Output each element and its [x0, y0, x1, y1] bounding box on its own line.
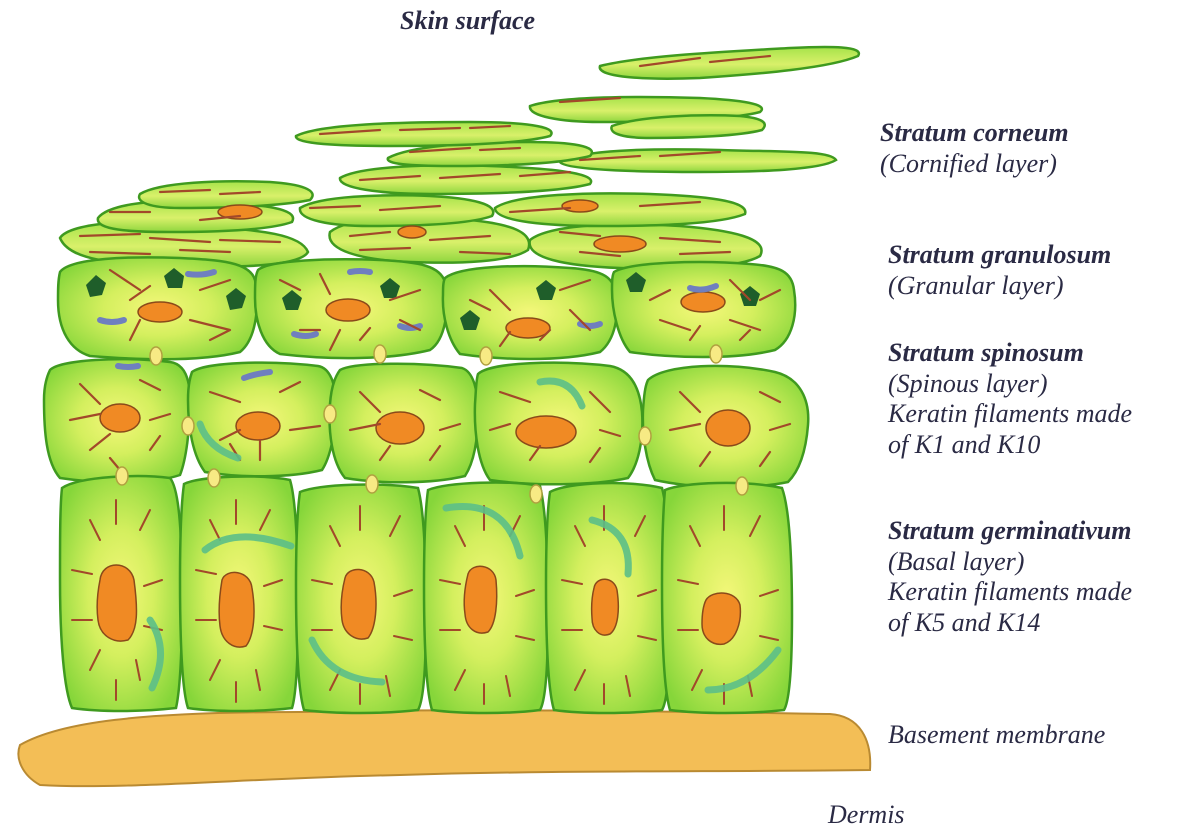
layer-label-corneum: Stratum corneum (Cornified layer)	[880, 118, 1069, 179]
layer-title: Stratum germinativum	[888, 516, 1132, 547]
nucleus	[326, 299, 370, 321]
layer-subtitle: (Basal layer)	[888, 547, 1132, 578]
layer-note: of K1 and K10	[888, 430, 1132, 461]
nucleus	[341, 569, 376, 639]
nucleus	[562, 200, 598, 212]
layer-note: Keratin filaments made	[888, 399, 1132, 430]
nucleus	[219, 572, 254, 647]
layer-label-germinativum: Stratum germinativum (Basal layer) Kerat…	[888, 516, 1132, 639]
layer-label-granulosum: Stratum granulosum (Granular layer)	[888, 240, 1111, 301]
nucleus	[592, 579, 619, 635]
layer-title: Stratum granulosum	[888, 240, 1111, 271]
skin-surface-label: Skin surface	[400, 6, 535, 36]
stratum-corneum-cells	[60, 47, 859, 269]
nucleus	[376, 412, 424, 444]
layer-note: Keratin filaments made	[888, 577, 1132, 608]
layer-subtitle: (Spinous layer)	[888, 369, 1132, 400]
layer-note: of K5 and K14	[888, 608, 1132, 639]
nucleus	[506, 318, 550, 338]
nucleus	[138, 302, 182, 322]
nucleus	[464, 566, 497, 633]
layer-subtitle: (Cornified layer)	[880, 149, 1069, 180]
stratum-germinativum-cells	[60, 476, 792, 713]
layer-subtitle: (Granular layer)	[888, 271, 1111, 302]
nucleus	[236, 412, 280, 440]
nucleus	[398, 226, 426, 238]
basement-membrane	[18, 710, 870, 786]
nucleus	[681, 292, 725, 312]
stratum-spinosum-cells	[44, 359, 808, 487]
nucleus	[706, 410, 750, 446]
basement-membrane-label: Basement membrane	[888, 720, 1105, 750]
nucleus	[516, 416, 576, 448]
dermis-label: Dermis	[828, 800, 905, 830]
layer-title: Stratum spinosum	[888, 338, 1132, 369]
layer-label-spinosum: Stratum spinosum (Spinous layer) Keratin…	[888, 338, 1132, 461]
layer-title: Stratum corneum	[880, 118, 1069, 149]
nucleus	[100, 404, 140, 432]
nucleus	[97, 565, 136, 641]
nucleus	[594, 236, 646, 252]
